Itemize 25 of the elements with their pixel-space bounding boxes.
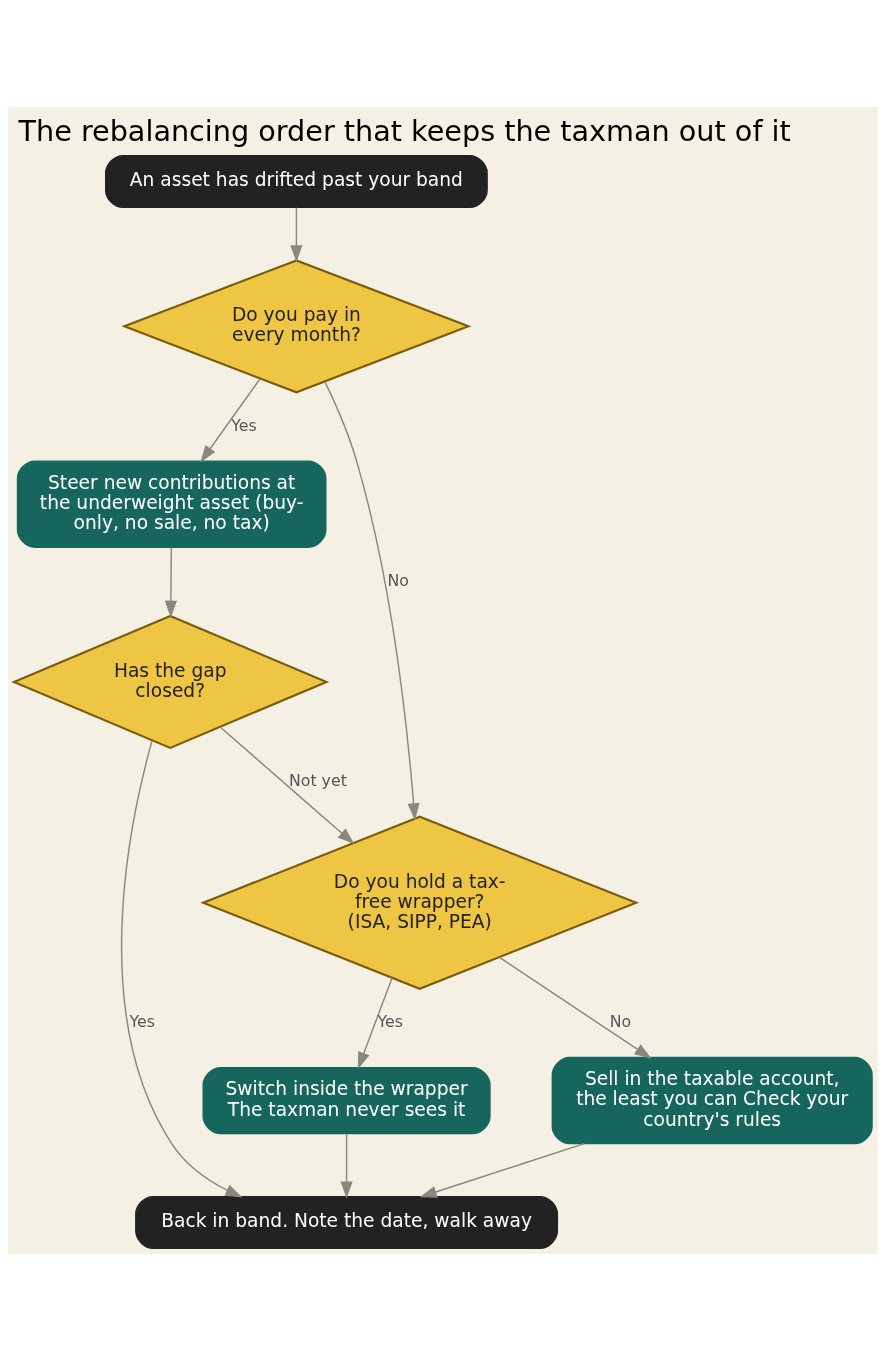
arrow <box>419 1142 586 1198</box>
node-box: Sell in the taxable account, the least you can Check your country's rules <box>551 1056 873 1144</box>
node-box: Switch inside the wrapper The taxman never sees it <box>202 1066 491 1134</box>
arrow <box>357 976 393 1069</box>
edge-label: Yes <box>377 1011 404 1031</box>
edge-label: No <box>387 570 409 590</box>
node-diamond: Do you hold a tax-free wrapper? (ISA, SIPP, PEA) <box>200 815 640 990</box>
edge-label: Not yet <box>288 770 347 790</box>
arrow <box>498 955 652 1059</box>
node-box: Steer new contributions at the underweight asset (buy-only, no sale, no tax) <box>16 459 327 548</box>
edge-label: Yes <box>129 1011 155 1031</box>
edge-label: Yes <box>231 415 257 435</box>
edge-label: No <box>609 1011 632 1031</box>
arrow <box>121 739 243 1197</box>
arrow <box>290 206 303 262</box>
arrow <box>219 725 355 844</box>
node-box: Back in band. Note the date, walk away <box>135 1195 559 1249</box>
node-diamond: Has the gap closed? <box>11 614 330 749</box>
arrow <box>164 546 177 618</box>
arrow <box>324 380 420 820</box>
arrow <box>340 1132 353 1199</box>
node-diamond: Do you pay in every month? <box>121 258 472 393</box>
diagram-title: The rebalancing order that keeps the taxman out of it <box>18 113 791 148</box>
node-box: An asset has drifted past your band <box>105 154 488 208</box>
arrow <box>200 377 261 462</box>
